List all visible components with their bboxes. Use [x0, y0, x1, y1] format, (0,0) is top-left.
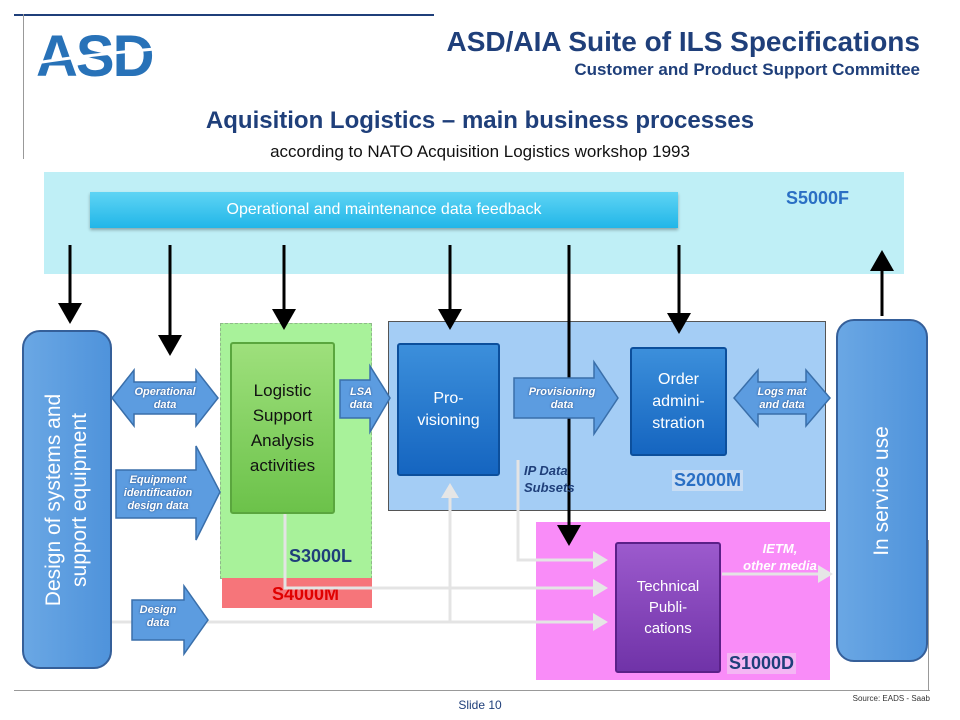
technical-publications-box: Technical Publi- cations: [615, 542, 721, 673]
lsa-data-label: LSA data: [349, 386, 373, 411]
equipment-id-label: Equipment identification design data: [123, 474, 193, 512]
in-service-use-pillar: In service use: [836, 319, 928, 662]
s1000d-label: S1000D: [727, 653, 797, 674]
ip-data-subsets-note: IP Data Subsets: [524, 463, 575, 495]
slide-subheading: according to NATO Acquisition Logistics …: [270, 142, 690, 161]
logs-mat-label: Logs mat and data: [757, 386, 807, 411]
frame-right-line: [928, 540, 929, 690]
page-title: ASD/AIA Suite of ILS Specifications: [446, 26, 920, 57]
provisioning-label: Pro- visioning: [417, 389, 480, 429]
s3000l-label: S3000L: [289, 546, 353, 566]
provisioning-box: Pro- visioning: [397, 343, 500, 476]
operational-data-arrow: [111, 367, 219, 429]
provisioning-data-label: Provisioning data: [528, 386, 596, 411]
connector-ipdata: [516, 460, 608, 569]
footer-line: [14, 690, 930, 691]
lsa-activities-box: Logistic Support Analysis activities: [230, 342, 335, 514]
lsa-data-arrow: [339, 363, 391, 435]
frame-top-line: [14, 14, 434, 16]
equipment-id-arrow: [115, 445, 221, 541]
s5000f-label: S5000F: [786, 188, 850, 208]
provisioning-data-arrow: [513, 359, 619, 437]
s4000m-box: [222, 578, 372, 608]
design-data-label: Design data: [139, 604, 177, 629]
order-administration-box: Order admini- stration: [630, 347, 727, 456]
ietm-note: IETM, other media: [743, 541, 817, 573]
page-subtitle: Customer and Product Support Committee: [574, 60, 920, 79]
feedback-bar: Operational and maintenance data feedbac…: [90, 192, 678, 228]
design-systems-pillar: Design of systems and support equipment: [22, 330, 112, 669]
source-note: Source: EADS - Saab: [852, 694, 930, 703]
technical-publications-label: Technical Publi- cations: [636, 578, 700, 637]
connector-lsa-to-techpubs: [283, 514, 608, 597]
slide-heading: Aquisition Logistics – main business pro…: [205, 107, 755, 134]
design-data-arrow: [131, 583, 209, 657]
asd-logo: ASD: [30, 24, 191, 89]
logs-mat-arrow: [733, 367, 831, 429]
slide-number: Slide 10: [458, 698, 502, 712]
order-administration-label: Order admini- stration: [652, 370, 705, 432]
lsa-activities-label: Logistic Support Analysis activities: [249, 381, 316, 475]
frame-left-line: [23, 14, 24, 159]
s2000m-label: S2000M: [672, 470, 744, 491]
operational-data-label: Operational data: [134, 386, 196, 411]
